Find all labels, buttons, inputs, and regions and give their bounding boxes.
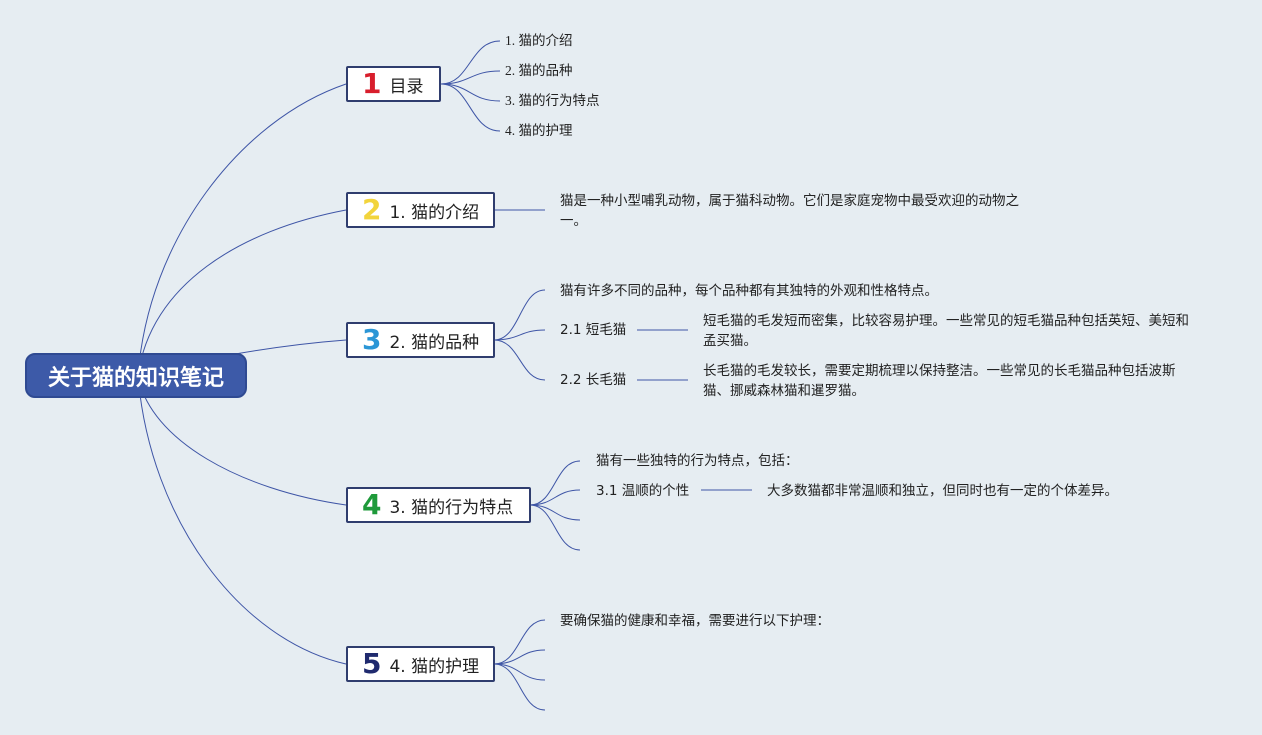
branch-label: 目录 xyxy=(389,76,424,97)
branch-label: 2. 猫的品种 xyxy=(389,332,480,353)
toc-item[interactable]: 1. 猫的介绍 xyxy=(505,33,573,48)
toc-item[interactable]: 4. 猫的护理 xyxy=(505,123,573,138)
subtopic-gentle-personality[interactable]: 3.1 温顺的个性 xyxy=(596,483,690,499)
branch-breeds[interactable]: 3 2. 猫的品种 xyxy=(346,322,495,358)
intro-description[interactable]: 猫是一种小型哺乳动物，属于猫科动物。它们是家庭宠物中最受欢迎的动物之一。 xyxy=(560,193,1019,229)
subtopic-long-hair[interactable]: 2.2 长毛猫 xyxy=(560,372,627,388)
number-5-icon: 5 xyxy=(362,647,382,680)
behavior-intro[interactable]: 猫有一些独特的行为特点，包括： xyxy=(596,453,799,469)
branch-label: 3. 猫的行为特点 xyxy=(389,497,514,518)
branch-label: 4. 猫的护理 xyxy=(389,656,480,677)
breeds-intro[interactable]: 猫有许多不同的品种，每个品种都有其独特的外观和性格特点。 xyxy=(560,283,938,299)
care-intro[interactable]: 要确保猫的健康和幸福，需要进行以下护理： xyxy=(560,613,830,629)
short-hair-description[interactable]: 短毛猫的毛发短而密集，比较容易护理。一些常见的短毛猫品种包括英短、美短和孟买猫。 xyxy=(703,313,1189,349)
branch-label: 1. 猫的介绍 xyxy=(389,202,480,223)
long-hair-description[interactable]: 长毛猫的毛发较长，需要定期梳理以保持整洁。一些常见的长毛猫品种包括波斯猫、挪威森… xyxy=(703,363,1176,399)
number-2-icon: 2 xyxy=(362,193,382,226)
gentle-personality-description[interactable]: 大多数猫都非常温顺和独立，但同时也有一定的个体差异。 xyxy=(767,483,1118,499)
subtopic-short-hair[interactable]: 2.1 短毛猫 xyxy=(560,322,627,338)
root-topic[interactable]: 关于猫的知识笔记 xyxy=(25,353,247,398)
branch-intro[interactable]: 2 1. 猫的介绍 xyxy=(346,192,495,228)
number-3-icon: 3 xyxy=(362,323,382,356)
branch-care[interactable]: 5 4. 猫的护理 xyxy=(346,646,495,682)
branch-behavior[interactable]: 4 3. 猫的行为特点 xyxy=(346,487,531,523)
number-4-icon: 4 xyxy=(362,488,382,521)
toc-item[interactable]: 3. 猫的行为特点 xyxy=(505,93,600,108)
number-1-icon: 1 xyxy=(362,67,382,100)
branch-toc[interactable]: 1 目录 xyxy=(346,66,441,102)
toc-item[interactable]: 2. 猫的品种 xyxy=(505,63,573,78)
